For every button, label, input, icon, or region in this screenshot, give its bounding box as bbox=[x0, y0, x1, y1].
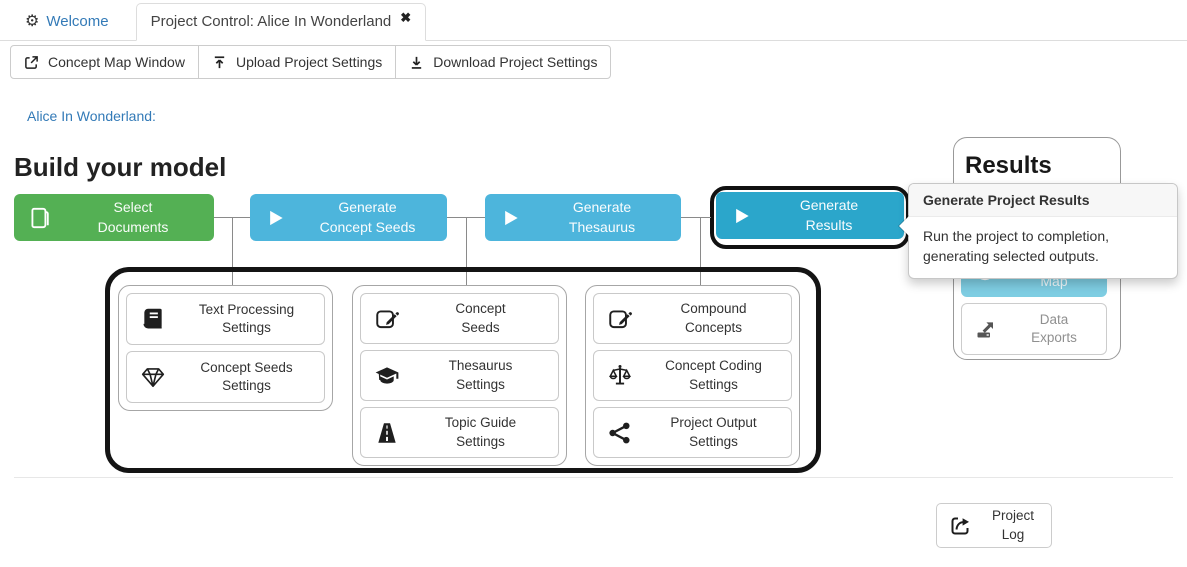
project-output-settings-button[interactable]: Project Output Settings bbox=[593, 407, 792, 458]
stage-label: Generate Thesaurus bbox=[568, 198, 636, 235]
download-icon bbox=[412, 56, 422, 69]
connector-line bbox=[232, 217, 233, 286]
close-icon[interactable]: ✖ bbox=[400, 10, 412, 25]
generate-results-button[interactable]: Generate Results bbox=[716, 192, 904, 239]
toolbar: Concept Map Window Upload Project Settin… bbox=[10, 45, 612, 79]
footer-divider bbox=[14, 477, 1173, 478]
play-icon bbox=[716, 206, 768, 226]
settings-item-label: Compound Concepts bbox=[680, 301, 747, 335]
tab-project-control-label: Project Control: Alice In Wonderland bbox=[150, 13, 392, 30]
data-exports-label: Data Exports bbox=[1031, 311, 1077, 345]
tooltip-body: Run the project to completion, generatin… bbox=[923, 228, 1109, 265]
settings-outline-container bbox=[105, 267, 821, 473]
play-icon bbox=[485, 208, 537, 228]
topic-guide-settings-button[interactable]: Topic Guide Settings bbox=[360, 407, 559, 458]
settings-item-label: Concept Seeds bbox=[455, 301, 506, 335]
settings-group-documents: Text Processing Settings Concept Seeds S… bbox=[118, 285, 333, 411]
graduation-cap-icon bbox=[361, 363, 413, 389]
concept-map-window-button[interactable]: Concept Map Window bbox=[10, 45, 199, 79]
road-icon bbox=[361, 420, 413, 446]
generate-thesaurus-button[interactable]: Generate Thesaurus bbox=[485, 194, 681, 241]
generate-results-tooltip: Generate Project Results Run the project… bbox=[898, 183, 1178, 279]
settings-item-label: Concept Seeds Settings bbox=[200, 359, 293, 393]
book-icon bbox=[127, 306, 179, 332]
data-exports-button[interactable]: Data Exports bbox=[961, 303, 1107, 355]
generate-concept-seeds-button[interactable]: Generate Concept Seeds bbox=[250, 194, 447, 241]
tooltip-arrow bbox=[899, 216, 909, 236]
settings-item-label: Text Processing Settings bbox=[198, 301, 295, 335]
concept-seeds-settings-button[interactable]: Concept Seeds Settings bbox=[126, 351, 325, 403]
download-project-settings-label: Download Project Settings bbox=[433, 54, 598, 70]
concept-coding-settings-button[interactable]: Concept Coding Settings bbox=[593, 350, 792, 401]
tab-bar: ⚙ Welcome Project Control: Alice In Wond… bbox=[0, 0, 1187, 41]
connector-line bbox=[700, 217, 701, 286]
results-heading: Results bbox=[965, 152, 1052, 179]
stage-label: Select Documents bbox=[97, 198, 169, 235]
generate-results-highlight-ring: Generate Results bbox=[710, 186, 910, 249]
balance-scale-icon bbox=[594, 363, 646, 389]
documents-icon bbox=[14, 205, 66, 231]
tab-welcome[interactable]: ⚙ Welcome bbox=[10, 4, 124, 40]
text-processing-settings-button[interactable]: Text Processing Settings bbox=[126, 293, 325, 345]
settings-item-label: Thesaurus Settings bbox=[448, 358, 513, 392]
project-log-label: Project Log bbox=[991, 508, 1035, 542]
share-icon bbox=[594, 420, 646, 446]
play-icon bbox=[250, 208, 302, 228]
gem-icon bbox=[127, 364, 179, 390]
tooltip-title: Generate Project Results bbox=[909, 184, 1177, 217]
stage-label: Generate Results bbox=[799, 196, 859, 233]
page-title: Build your model bbox=[14, 152, 227, 182]
concept-map-window-label: Concept Map Window bbox=[48, 54, 185, 70]
gear-icon: ⚙ bbox=[25, 12, 40, 30]
project-name-link[interactable]: Alice In Wonderland: bbox=[27, 108, 156, 124]
select-documents-button[interactable]: Select Documents bbox=[14, 194, 214, 241]
stage-label: Generate Concept Seeds bbox=[319, 198, 416, 235]
project-log-icon bbox=[937, 514, 983, 538]
open-window-icon bbox=[25, 55, 38, 69]
data-export-icon bbox=[962, 317, 1010, 341]
settings-group-seeds: Concept Seeds Thesaurus Settings Topic G… bbox=[352, 285, 567, 466]
upload-project-settings-label: Upload Project Settings bbox=[235, 54, 383, 70]
tab-welcome-label: Welcome bbox=[46, 13, 109, 30]
upload-icon bbox=[214, 55, 225, 68]
settings-item-label: Topic Guide Settings bbox=[444, 415, 517, 449]
settings-item-label: Project Output Settings bbox=[670, 415, 757, 449]
project-log-button[interactable]: Project Log bbox=[936, 503, 1052, 548]
upload-project-settings-button[interactable]: Upload Project Settings bbox=[197, 45, 397, 79]
tab-project-control[interactable]: Project Control: Alice In Wonderland ✖ bbox=[135, 3, 427, 41]
thesaurus-settings-button[interactable]: Thesaurus Settings bbox=[360, 350, 559, 401]
connector-line bbox=[466, 217, 467, 286]
settings-item-label: Concept Coding Settings bbox=[665, 358, 762, 392]
connector-line bbox=[681, 217, 711, 218]
settings-group-coding: Compound Concepts Concept Coding Setting… bbox=[585, 285, 800, 466]
download-project-settings-button[interactable]: Download Project Settings bbox=[395, 45, 612, 79]
edit-icon bbox=[594, 306, 646, 332]
edit-icon bbox=[361, 306, 413, 332]
compound-concepts-button[interactable]: Compound Concepts bbox=[593, 293, 792, 344]
concept-seeds-button[interactable]: Concept Seeds bbox=[360, 293, 559, 344]
